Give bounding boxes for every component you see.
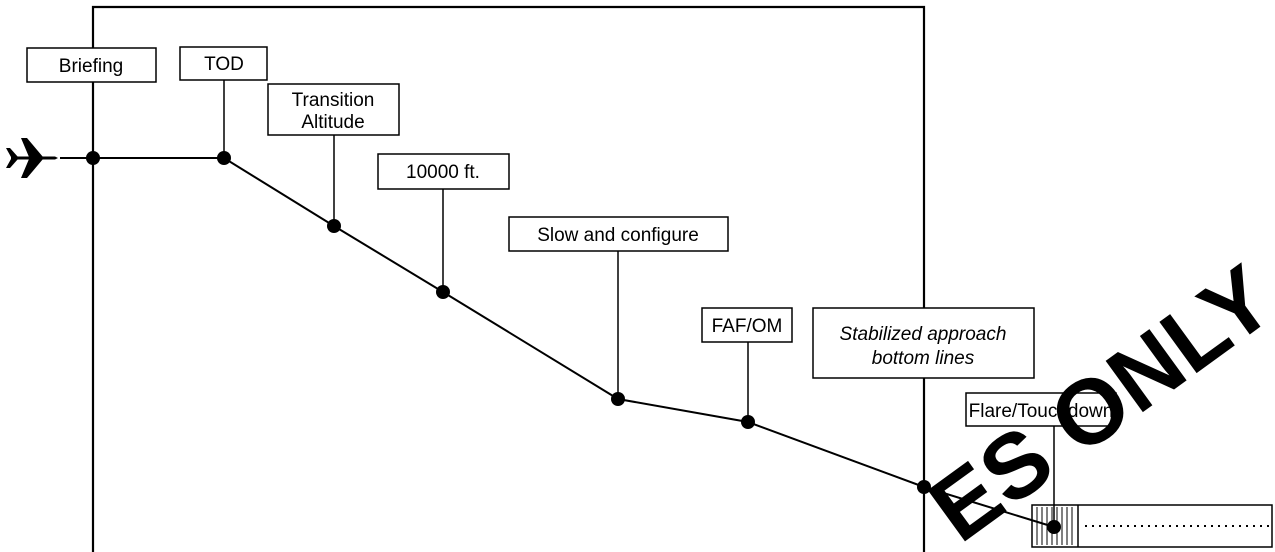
label-stabilized-line2: bottom lines — [872, 348, 975, 369]
point-tod — [217, 151, 231, 165]
label-flare-touchdown-text: Flare/Touchdown — [969, 401, 1114, 422]
point-flare-touchdown — [1047, 520, 1061, 534]
point-briefing — [86, 151, 100, 165]
label-10000-ft-text: 10000 ft. — [406, 162, 480, 183]
point-10000-ft — [436, 285, 450, 299]
airplane-icon — [6, 138, 58, 178]
label-stabilized-line1: Stabilized approach — [840, 324, 1007, 345]
event-points — [86, 151, 1061, 534]
label-transition-line2: Altitude — [301, 112, 364, 133]
label-connectors — [223, 80, 1055, 527]
runway — [1031, 504, 1273, 548]
descent-path — [72, 157, 1055, 528]
label-stabilized-approach: Stabilized approach bottom lines — [812, 307, 1035, 379]
label-transition-altitude: Transition Altitude — [267, 83, 400, 136]
point-stabilized-approach — [917, 480, 931, 494]
label-faf-om: FAF/OM — [701, 307, 793, 343]
label-tod-text: TOD — [204, 54, 244, 75]
label-transition-line1: Transition — [292, 90, 375, 111]
label-briefing-text: Briefing — [59, 56, 123, 77]
point-faf-om — [741, 415, 755, 429]
label-slow-configure: Slow and configure — [508, 216, 729, 252]
label-slow-configure-text: Slow and configure — [537, 225, 699, 246]
profile-frame — [91, 5, 926, 552]
label-briefing: Briefing — [26, 47, 157, 83]
point-slow-configure — [611, 392, 625, 406]
label-flare-touchdown: Flare/Touchdown — [965, 392, 1117, 427]
label-tod: TOD — [179, 46, 268, 81]
label-10000-ft: 10000 ft. — [377, 153, 510, 190]
point-transition-altitude — [327, 219, 341, 233]
label-faf-om-text: FAF/OM — [712, 316, 783, 337]
